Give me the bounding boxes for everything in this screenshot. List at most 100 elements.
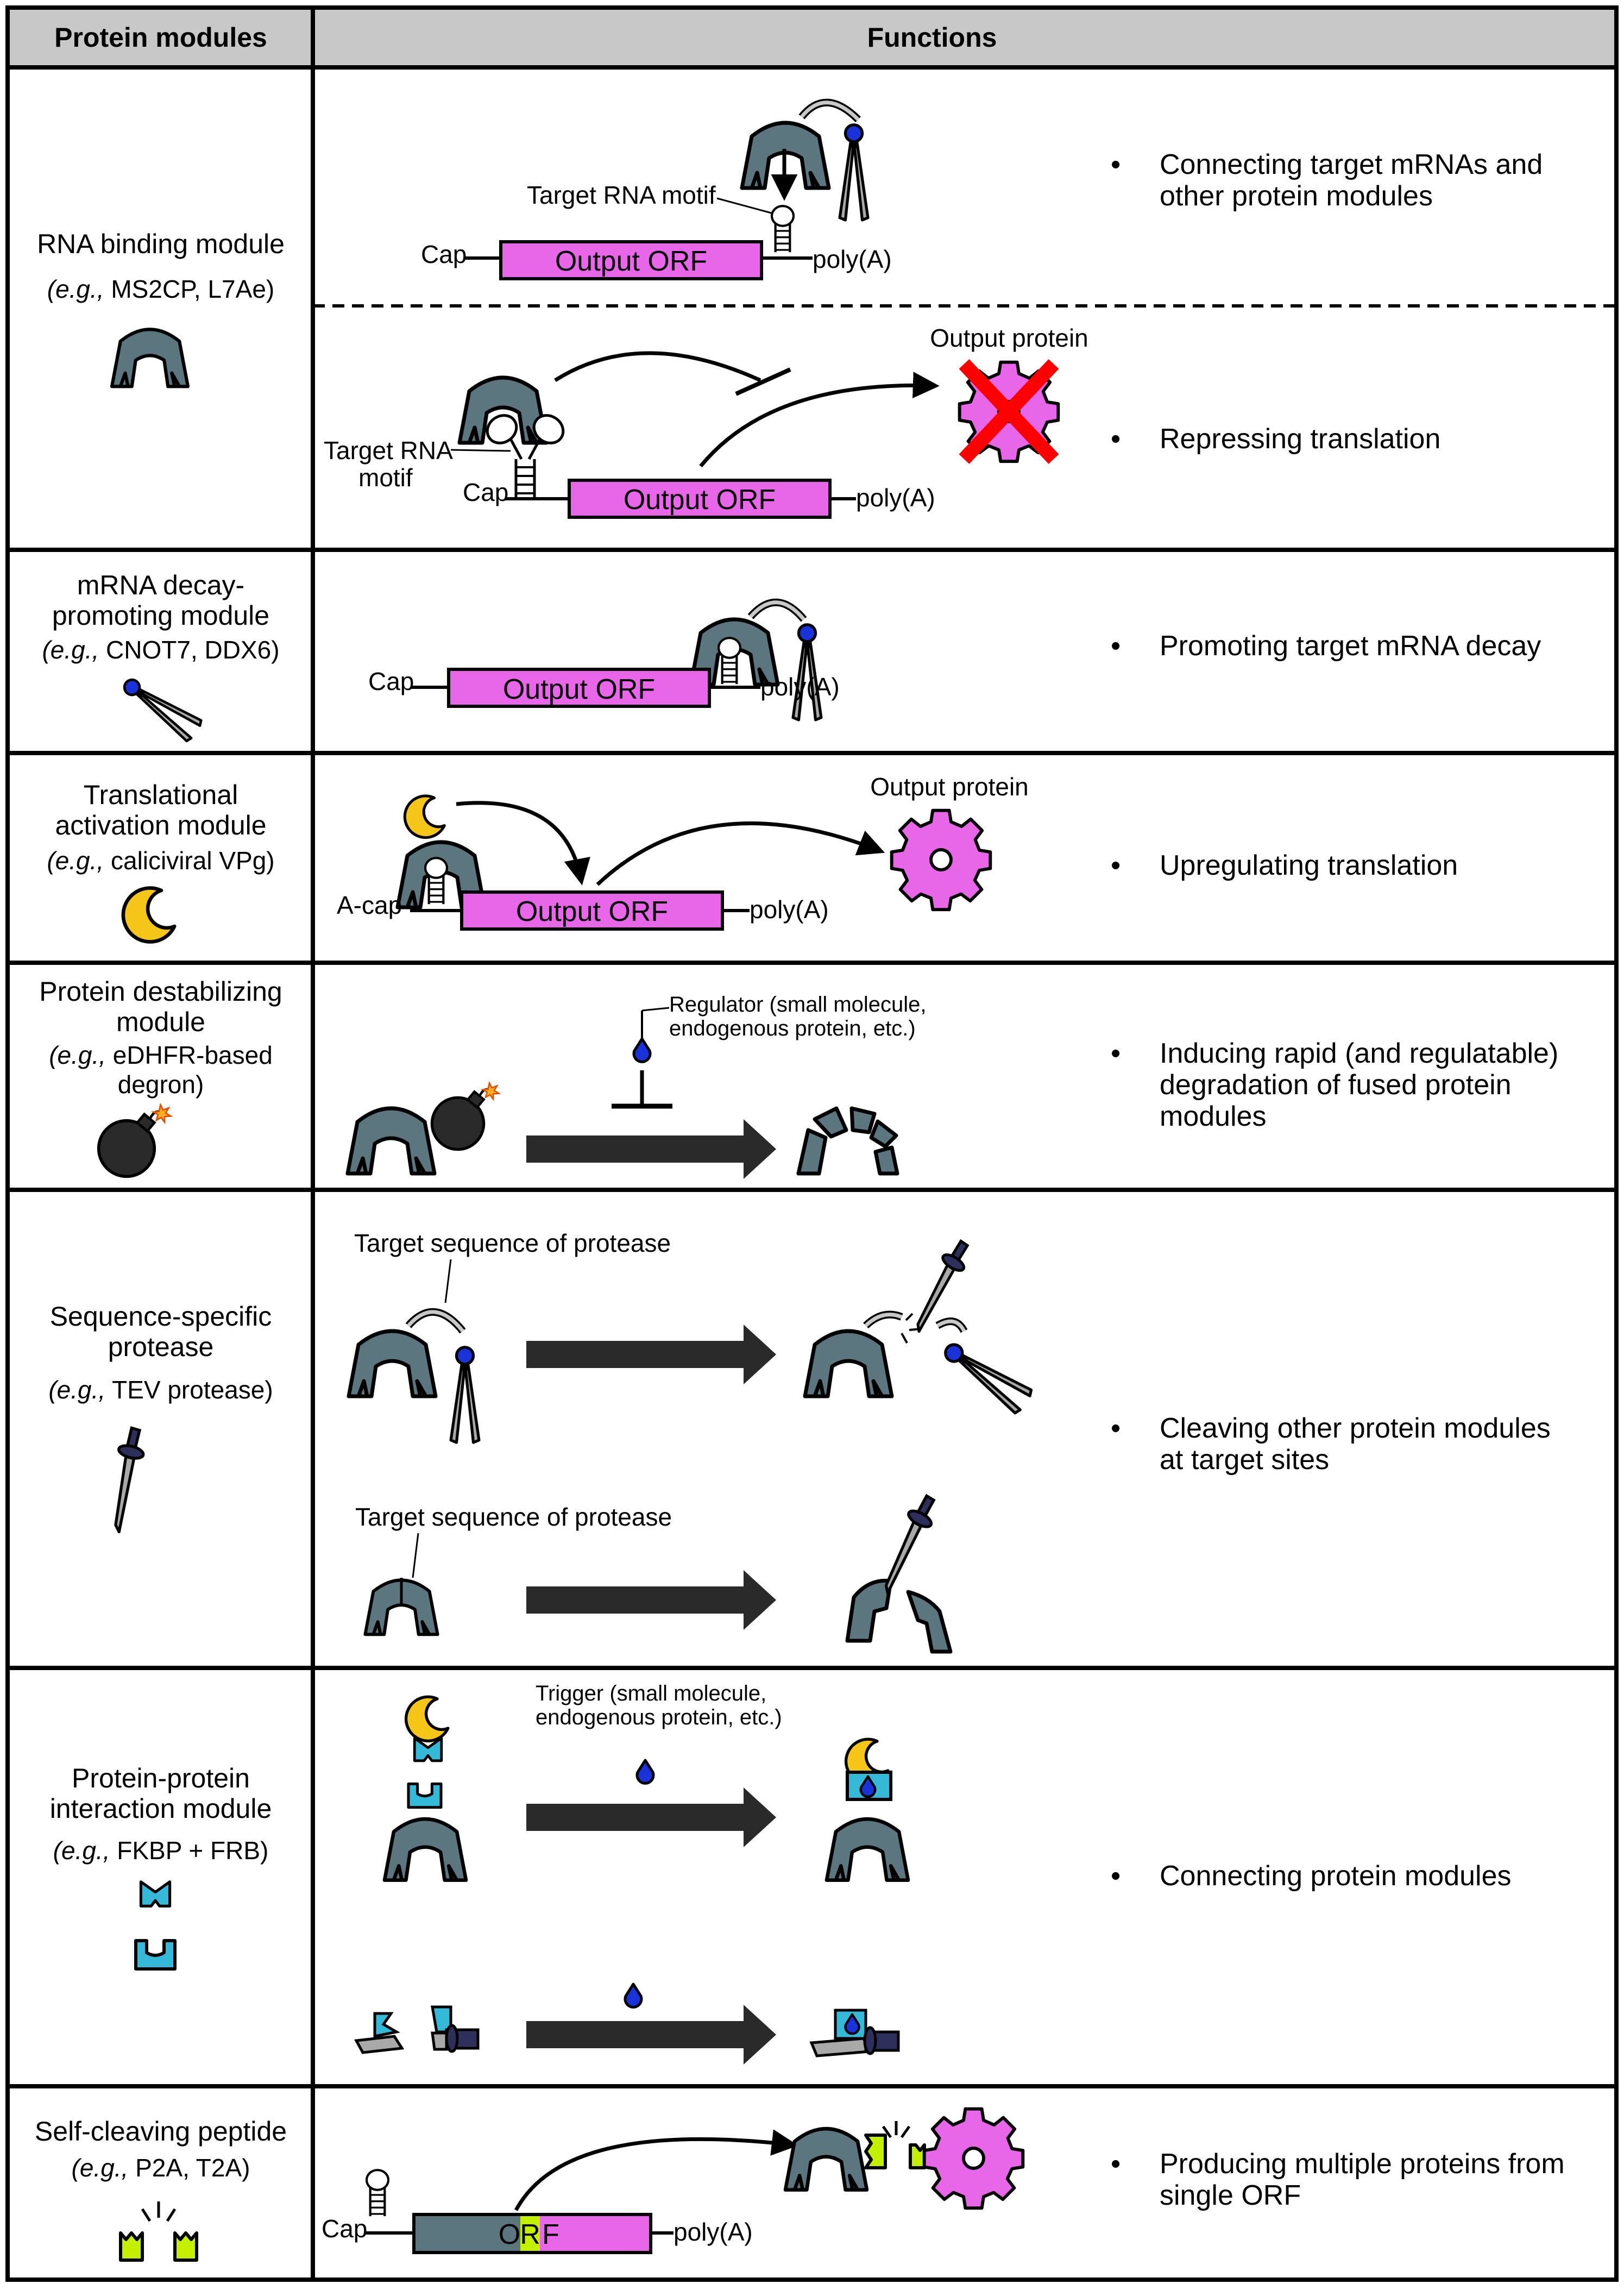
target-sequence-label: Target sequence of protease	[354, 1229, 671, 1257]
polya-label: poly(A)	[673, 2218, 753, 2246]
header-functions: Functions	[867, 22, 997, 53]
cap-label: Cap	[322, 2214, 367, 2243]
module-example: (e.g., CNOT7, DDX6)	[42, 636, 279, 664]
peptide-remnant	[864, 2134, 887, 2169]
output-orf-box	[499, 240, 763, 280]
module-title: promoting module	[52, 600, 269, 631]
header-protein-modules: Protein modules	[54, 22, 267, 53]
output-orf-box	[447, 668, 711, 708]
output-orf-label: Output ORF	[624, 484, 776, 516]
row-translational-activation: Translational activation module (e.g., c…	[47, 773, 1458, 942]
function-text: Promoting target mRNA decay	[1160, 630, 1541, 662]
function-text: Inducing rapid (and regulatable)	[1160, 1038, 1558, 1069]
target-rna-motif-label: motif	[358, 463, 413, 492]
cap-label: Cap	[421, 240, 467, 268]
module-title: Self-cleaving peptide	[35, 2116, 287, 2147]
activation-arrow	[456, 801, 590, 886]
orf-peptide-segment	[520, 2214, 540, 2253]
function-text: Upregulating translation	[1160, 850, 1458, 881]
bullet: •	[1111, 149, 1121, 180]
orf-protein-segment	[414, 2214, 520, 2253]
row-protein-destabilizing: Protein destabilizing module (e.g., eDHF…	[39, 976, 1558, 1179]
regulator-label: Regulator (small molecule,	[669, 993, 927, 1017]
self-cleaving-peptide-icon	[119, 2201, 198, 2262]
bullet: •	[1111, 630, 1121, 662]
polya-label: poly(A)	[750, 895, 829, 924]
module-example: degron)	[118, 1070, 204, 1099]
module-title: activation module	[55, 810, 266, 840]
module-example: (e.g., eDHFR-based	[49, 1041, 273, 1069]
module-title: mRNA decay-	[77, 570, 244, 600]
translation-arrow	[514, 2129, 798, 2211]
function-text: other protein modules	[1160, 180, 1433, 212]
orf-letter: R	[520, 2219, 540, 2250]
bullet: •	[1111, 1038, 1121, 1069]
bullet: •	[1111, 850, 1121, 881]
function-text: Connecting target mRNAs and	[1160, 149, 1543, 180]
module-example: (e.g., FKBP + FRB)	[53, 1836, 269, 1865]
bullet: •	[1111, 1860, 1121, 1892]
function-text: modules	[1160, 1101, 1267, 1132]
cut-spark-icon	[901, 1313, 921, 1344]
trigger-label: endogenous protein, etc.)	[536, 1705, 782, 1729]
function-text: single ORF	[1160, 2180, 1301, 2211]
inhibition-bar	[735, 367, 791, 396]
regulator-label: endogenous protein, etc.)	[669, 1017, 916, 1040]
orf-output-segment	[540, 2214, 651, 2253]
polya-label: poly(A)	[760, 673, 840, 701]
function-text: Cleaving other protein modules	[1160, 1413, 1551, 1444]
degraded-fragments-icon	[796, 1106, 899, 1176]
row-sequence-specific-protease: Sequence-specific protease (e.g., TEV pr…	[48, 1229, 1551, 1654]
cleavage-spark-icon	[882, 2121, 911, 2138]
peptide-remnant	[909, 2143, 926, 2169]
module-title: interaction module	[50, 1793, 272, 1824]
module-example: (e.g., P2A, T2A)	[72, 2154, 250, 2182]
function-text: at target sites	[1160, 1444, 1329, 1476]
module-example: (e.g., MS2CP, L7Ae)	[47, 275, 274, 303]
row-mrna-decay: mRNA decay- promoting module (e.g., CNOT…	[42, 570, 1541, 742]
cap-label: A-cap	[337, 891, 402, 919]
function-text: Producing multiple proteins from	[1160, 2148, 1565, 2180]
output-orf-label: Output ORF	[503, 674, 655, 705]
polya-label: poly(A)	[813, 245, 892, 273]
output-orf-label: Output ORF	[555, 246, 707, 277]
function-text: degradation of fused protein	[1160, 1069, 1512, 1101]
output-protein-gear-icon	[924, 2109, 1023, 2208]
bullet: •	[1111, 2148, 1121, 2180]
bullet: •	[1111, 1413, 1121, 1444]
target-rna-motif-label: Target RNA motif	[527, 181, 716, 209]
reconstituted-dagger-icon	[809, 2009, 900, 2057]
function-text: Connecting protein modules	[1160, 1860, 1512, 1892]
output-orf-label: Output ORF	[516, 896, 668, 927]
module-title: Protein destabilizing	[39, 976, 282, 1007]
output-protein-label: Output protein	[870, 773, 1029, 801]
module-example: (e.g., caliciviral VPg)	[47, 846, 274, 875]
cleaved-halves-icon	[845, 1578, 953, 1654]
module-title: Sequence-specific	[50, 1301, 272, 1332]
y-shaped-stem-loop	[486, 414, 565, 499]
target-sequence-label: Target sequence of protease	[355, 1503, 672, 1531]
translation-arrow	[596, 821, 885, 886]
module-title: Translational	[84, 780, 238, 810]
split-dagger-right-icon	[431, 2005, 480, 2053]
module-title: RNA binding module	[37, 229, 285, 259]
header-background	[10, 10, 1614, 66]
function-text: Repressing translation	[1160, 423, 1440, 455]
bullet: •	[1111, 423, 1121, 455]
cap-label: Cap	[368, 667, 414, 695]
cap-label: Cap	[463, 478, 508, 506]
module-title: Protein-protein	[72, 1763, 250, 1793]
orf-letter: F	[542, 2219, 559, 2250]
translation-arrow	[699, 372, 940, 468]
output-protein-label: Output protein	[930, 324, 1088, 352]
output-protein-gear-icon	[892, 811, 991, 909]
repression-arc	[554, 351, 761, 382]
module-title: module	[116, 1007, 205, 1037]
row-self-cleaving-peptide: Self-cleaving peptide (e.g., P2A, T2A) C…	[35, 2109, 1565, 2262]
orf-letter: O	[499, 2219, 520, 2250]
trigger-label: Trigger (small molecule,	[536, 1682, 766, 1705]
module-title: protease	[108, 1332, 214, 1362]
row-protein-protein-interaction: Protein-protein interaction module (e.g.…	[50, 1682, 1512, 2065]
